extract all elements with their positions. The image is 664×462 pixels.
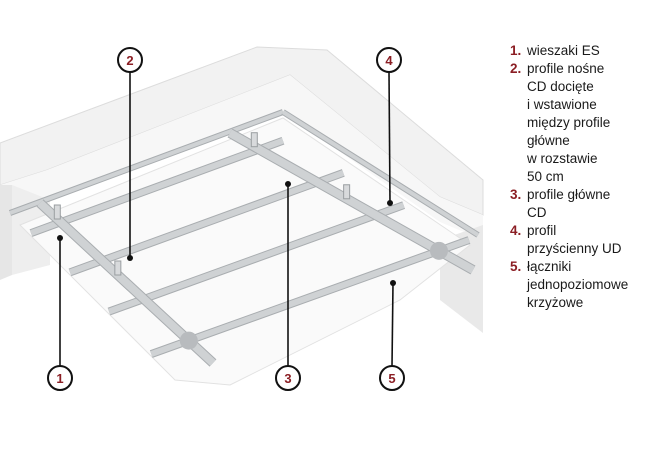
legend-number: 5. — [510, 259, 522, 274]
callout-number: 4 — [385, 53, 393, 68]
bearing-profile-cd — [150, 237, 471, 357]
legend-item: 5. łączniki jednopoziomowe krzyżowe — [510, 258, 664, 312]
legend: 1. wieszaki ES 2. profile nośne CD docięte … — [510, 42, 664, 312]
leader-dot — [387, 200, 393, 206]
legend-item: 1. wieszaki ES — [510, 42, 664, 60]
leader-dot — [390, 280, 396, 286]
callout-circle — [275, 365, 301, 391]
cross-connector — [179, 331, 198, 350]
hanger-es — [343, 184, 351, 200]
callout-circle — [117, 47, 143, 73]
wall-inner-face — [0, 75, 483, 240]
callout-1: 1 — [47, 235, 73, 391]
bearing-profile-cd — [107, 202, 405, 315]
legend-text: profile nośne CD docięte i wstawione mię… — [527, 61, 611, 184]
callout-5: 5 — [379, 280, 405, 391]
legend-number: 4. — [510, 223, 522, 238]
callout-number: 3 — [284, 371, 291, 386]
legend-number: 1. — [510, 43, 522, 58]
legend-text: wieszaki ES — [527, 43, 600, 58]
leader-dot — [127, 255, 133, 261]
leader-line — [388, 71, 391, 204]
cross-connector — [429, 241, 448, 260]
hanger-es — [250, 132, 258, 148]
legend-item: 4. profil przyścienny UD — [510, 222, 664, 258]
callout-circle — [47, 365, 73, 391]
callout-number: 2 — [126, 53, 133, 68]
wall-left-face — [0, 185, 12, 280]
legend-item: 2. profile nośne CD docięte i wstawione m… — [510, 60, 664, 186]
callout-circle — [376, 47, 402, 73]
legend-number: 3. — [510, 187, 522, 202]
bearing-profile-cd — [68, 170, 345, 276]
legend-text: profile główne CD — [527, 187, 611, 220]
ceiling-diagram: 1 2 3 4 5 — [0, 46, 484, 391]
leader-dot — [57, 235, 63, 241]
callout-2: 2 — [117, 47, 143, 261]
legend-item: 3. profile główne CD — [510, 186, 664, 222]
callout-3: 3 — [275, 181, 301, 391]
callout-number: 1 — [56, 371, 63, 386]
callout-4: 4 — [376, 47, 402, 206]
callout-circle — [379, 365, 405, 391]
leader-line — [391, 282, 394, 367]
wall-profile-ud — [281, 110, 480, 237]
legend-number: 2. — [510, 61, 522, 76]
legend-text: profil przyścienny UD — [527, 223, 622, 256]
hanger-es — [53, 204, 61, 220]
legend-text: łączniki jednopoziomowe krzyżowe — [527, 259, 629, 310]
ceiling-board — [19, 117, 471, 386]
callout-number: 5 — [388, 371, 395, 386]
wall-profile-ud — [9, 110, 284, 215]
hanger-es — [114, 260, 122, 276]
leader-dot — [285, 181, 291, 187]
bearing-profile-cd — [29, 137, 285, 236]
profiles — [8, 109, 480, 367]
